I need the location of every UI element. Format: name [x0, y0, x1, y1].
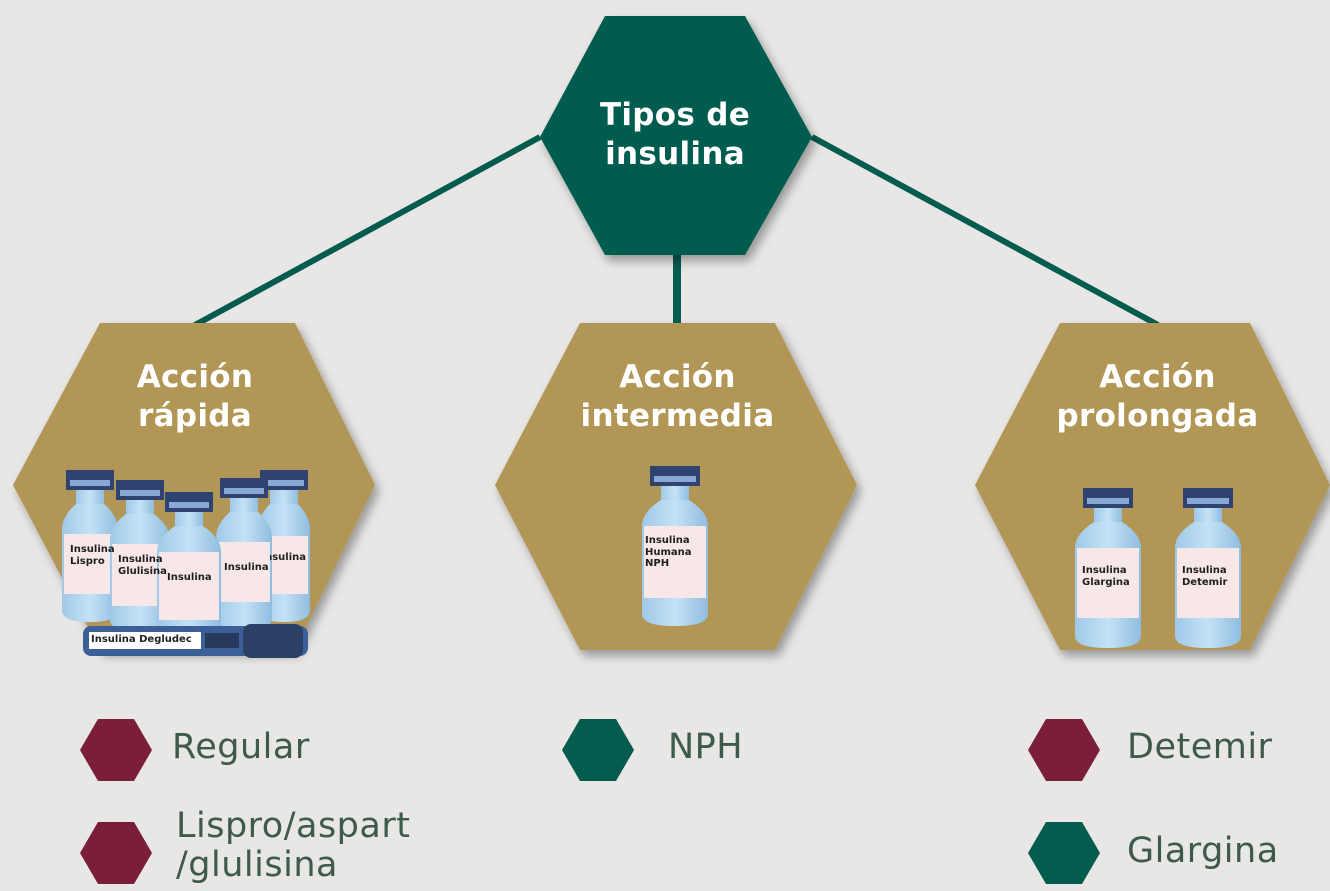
vial-label-insulina-right: Insulina: [224, 562, 269, 573]
legend-item-lispro: Lispro/aspart /glulisina: [176, 807, 410, 884]
vial-label-glulisina: Insulina Glulisina: [118, 554, 167, 577]
vial-icon: [216, 478, 272, 630]
category-label-line1: Acción: [619, 359, 736, 395]
vial-group-intermediate: [642, 466, 708, 626]
legend-hexagon-regular: [80, 719, 152, 781]
insulin-pen-icon: [83, 624, 308, 658]
legend-markers: [80, 719, 1100, 884]
pen-label-degludec: Insulina Degludec: [91, 634, 192, 645]
category-label-rapid: Acción rápida: [60, 358, 330, 436]
vial-label-lispro: Insulina Lispro: [70, 544, 115, 567]
legend-hexagon-nph: [562, 719, 634, 781]
connector-left: [193, 134, 542, 328]
vial-label-insulina-center: Insulina: [167, 572, 212, 583]
category-label-line1: Acción: [1099, 359, 1216, 395]
vial-label-insulina-far-right: Insulina: [270, 552, 306, 563]
legend-item-detemir: Detemir: [1127, 728, 1272, 767]
top-hexagon: [540, 16, 812, 255]
connector-right: [810, 134, 1160, 328]
legend-item-glargina: Glargina: [1127, 832, 1279, 871]
category-label-line2: intermedia: [580, 397, 775, 434]
category-label-line2: rápida: [138, 397, 252, 434]
vial-label-glargina: Insulina Glargina: [1082, 565, 1130, 588]
legend-text-glargina: Glargina: [1127, 831, 1279, 871]
category-label-line2: prolongada: [1056, 397, 1259, 434]
category-label-line1: Acción: [136, 359, 254, 395]
legend-item-nph: NPH: [668, 728, 743, 767]
category-hexagon-prolonged: [975, 323, 1330, 650]
vial-group-rapid: [62, 470, 310, 658]
vial-icon: [62, 470, 118, 622]
category-label-prolonged: Acción prolongada: [1020, 358, 1295, 436]
vial-icon: [642, 466, 708, 626]
vial-label-nph: Insulina Humana NPH: [645, 535, 692, 569]
vial-group-prolonged: [1075, 488, 1241, 648]
vial-label-detemir: Insulina Detemir: [1182, 565, 1228, 588]
legend-text-detemir: Detemir: [1127, 727, 1273, 767]
vial-icon: [157, 492, 221, 644]
legend-text-lispro-line2: /glulisina: [176, 844, 338, 885]
legend-item-regular: Regular: [172, 728, 310, 767]
vial-icon: [1175, 488, 1241, 648]
top-node-label: Tipos de insulina: [560, 96, 790, 174]
vial-icon: [110, 480, 170, 632]
legend-text-nph: NPH: [668, 727, 744, 767]
vial-icon: [1075, 488, 1141, 648]
category-label-intermediate: Acción intermedia: [540, 358, 815, 436]
legend-hexagon-glargina: [1028, 822, 1100, 884]
legend-text-lispro-line1: Lispro/aspart: [176, 806, 411, 846]
legend-hexagon-detemir: [1028, 719, 1100, 781]
legend-hexagon-lispro: [80, 822, 152, 884]
top-node-label-line2: insulina: [605, 135, 745, 172]
legend-text-regular: Regular: [172, 727, 310, 767]
top-node-label-line1: Tipos de: [599, 97, 751, 133]
